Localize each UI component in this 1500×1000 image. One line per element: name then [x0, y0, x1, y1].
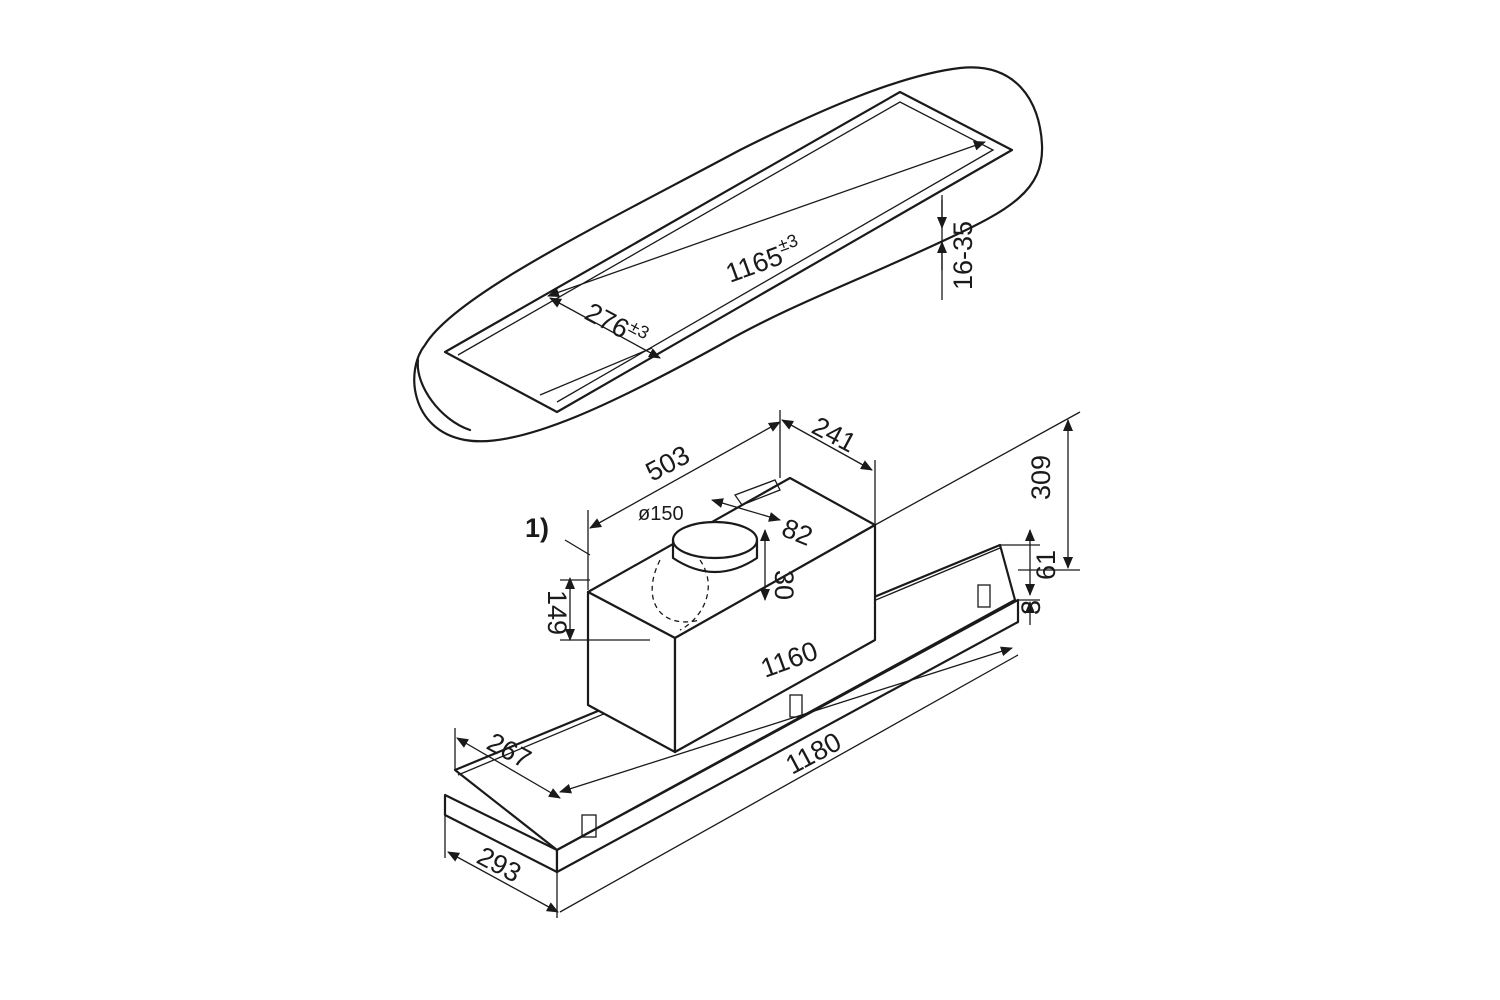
dim-61-label: 61	[1031, 550, 1061, 580]
dim-30-label: 30	[769, 570, 799, 600]
dim-276-ext	[539, 347, 653, 396]
dim-503-label: 503	[641, 440, 695, 488]
dim-82-line	[711, 498, 781, 522]
dim-293-line	[447, 851, 559, 913]
cutout-length-label: 1165±3	[720, 230, 805, 289]
ceiling-panel: 1165±3 276±3 16-35	[413, 66, 1044, 443]
cutout-width-label: 276±3	[580, 295, 652, 354]
dim-267-line	[456, 737, 561, 799]
dim-149-label: 149	[542, 590, 572, 635]
duct-collar-top	[671, 520, 759, 560]
duct-diameter-label: ø150	[638, 503, 684, 525]
cutout-thickness-label: 16-35	[948, 221, 978, 290]
duct-hidden-lines	[651, 559, 709, 631]
dim-3-label: 3	[1016, 600, 1046, 615]
dim-309-label: 309	[1026, 455, 1056, 500]
dim-241-line	[781, 419, 873, 471]
note-marker-leader	[564, 539, 591, 556]
ceiling-panel-edge	[416, 358, 472, 432]
dim-276-line	[549, 297, 661, 359]
dim-309-ext-top	[874, 411, 1081, 526]
dim-241-label: 241	[807, 411, 861, 459]
dim-503-line	[589, 421, 781, 529]
cutout-outer-rect	[443, 90, 1014, 414]
note-marker-label: 1)	[525, 513, 549, 543]
mount-bracket-3	[977, 584, 991, 608]
dim-1180-line	[559, 654, 1019, 913]
dim-1160-line	[559, 646, 1013, 794]
cutout-inner-rect	[457, 101, 995, 403]
dim-1165-line	[547, 140, 986, 298]
duct-collar-body	[671, 538, 759, 574]
hood-unit: 1) ø150 503 241 309 82 30 61 3 149 1160 …	[443, 410, 1081, 918]
mount-bracket-1	[581, 814, 597, 838]
